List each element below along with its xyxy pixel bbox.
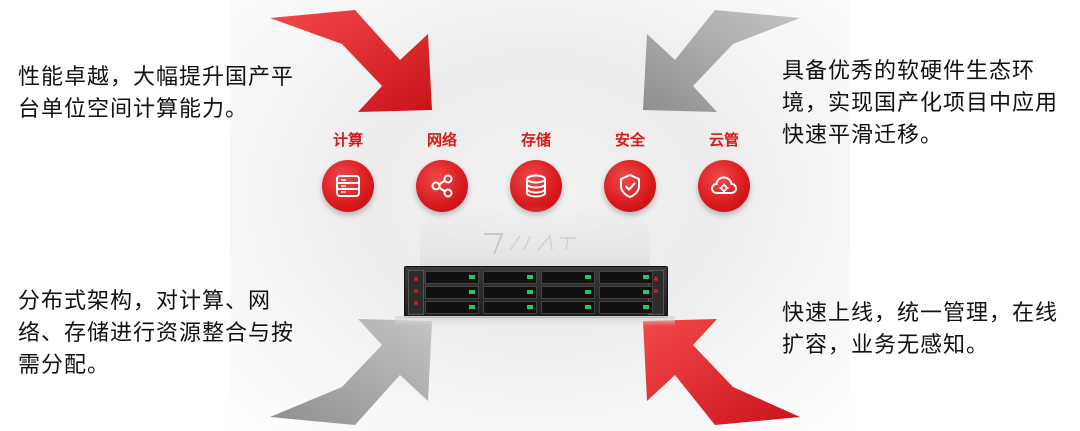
feature-icons: 计算 网络 <box>318 128 758 218</box>
shield-check-icon <box>604 160 656 212</box>
feature-label: 存储 <box>520 131 551 149</box>
feature-label: 安全 <box>614 131 645 149</box>
feature-network: 网络 <box>412 128 472 212</box>
gray-arrow-down-left-icon <box>643 10 800 112</box>
feature-label: 网络 <box>426 131 457 149</box>
feature-storage: 存储 <box>506 128 566 212</box>
red-arrow-down-right-icon <box>270 10 432 112</box>
red-arrow-up-left-icon <box>643 319 800 425</box>
gray-arrow-up-right-icon <box>270 319 432 425</box>
logo-mark <box>484 233 576 255</box>
caption-top-right: 具备优秀的软硬件生态环境，实现国产化项目中应用快速平滑迁移。 <box>782 59 1059 148</box>
feature-label: 计算 <box>332 131 363 149</box>
server-left-panel <box>408 270 424 315</box>
caption-top-left: 性能卓越，大幅提升国产平台单位空间计算能力。 <box>18 65 295 122</box>
database-icon <box>510 160 562 212</box>
feature-security: 安全 <box>600 128 660 212</box>
device-shadow <box>420 205 650 275</box>
feature-cloud-management: 云管 <box>694 128 754 212</box>
server-icon <box>322 160 374 212</box>
caption-bottom-left: 分布式架构，对计算、网络、存储进行资源整合与按需分配。 <box>18 289 295 378</box>
feature-compute: 计算 <box>318 128 378 212</box>
caption-bottom-right: 快速上线，统一管理，在线扩容，业务无感知。 <box>782 301 1059 358</box>
share-network-icon <box>416 160 468 212</box>
cloud-gear-icon <box>698 160 750 212</box>
feature-label: 云管 <box>708 131 739 149</box>
server-chassis <box>404 266 668 318</box>
server-reflection <box>395 316 675 326</box>
